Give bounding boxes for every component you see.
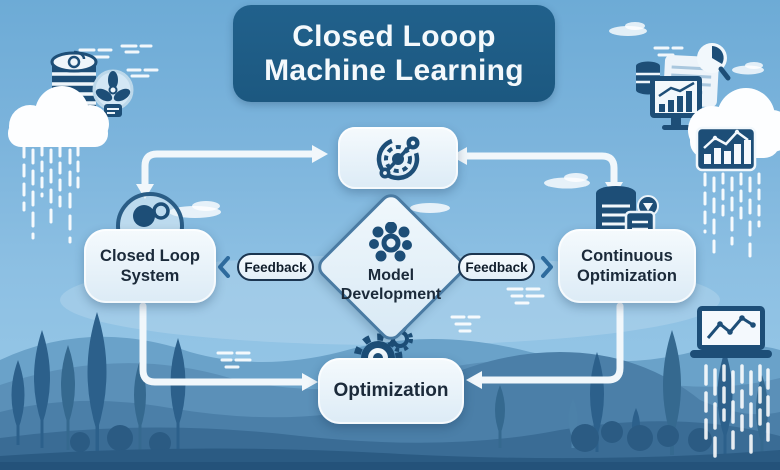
node-label: Model Development: [340, 267, 442, 303]
analytics-card-icon: [695, 126, 757, 172]
node-closed-loop-system: Closed Loop System: [84, 229, 216, 303]
chevron-left-icon: [218, 256, 230, 278]
orbit-sync-icon: [376, 136, 420, 181]
arrow-left-to-bottom: [139, 302, 308, 386]
arrowhead-down-left: [136, 184, 154, 199]
feedback-label: Feedback: [465, 259, 528, 275]
arrowhead-into-bottom-right: [466, 371, 482, 389]
top-process-node: [338, 127, 458, 189]
cloud-icon-top-left: [8, 86, 109, 147]
bushes: [70, 421, 712, 454]
small-cloud-icons: [169, 22, 764, 218]
rain-dashes-top-right: [703, 172, 761, 258]
monitor-bar-chart-icon: [650, 76, 702, 130]
title-line-1: Closed Looop: [292, 19, 496, 53]
magnifier-icon: [697, 43, 731, 81]
data-cluster-icon: [369, 222, 412, 262]
foreground-strip: [0, 462, 780, 470]
arrow-left-to-topbox: [141, 150, 318, 190]
arrow-right-to-bottom: [476, 302, 624, 384]
speed-line-dashes: [78, 44, 684, 369]
node-label: Closed Loop System: [100, 247, 200, 285]
arrow-topbox-to-right: [458, 152, 618, 188]
database-icon-small: [636, 61, 660, 95]
chevron-right-icon: [541, 256, 553, 278]
data-rain-dashes: [704, 364, 770, 458]
laptop-line-chart-icon: [690, 306, 772, 358]
node-label: Continuous Optimization: [577, 247, 677, 285]
fan-bot-icon: [92, 69, 134, 117]
title-line-2: Machine Learning: [264, 53, 524, 87]
arrowhead-left-topbox: [451, 147, 467, 165]
title-banner: Closed Looop Machine Learning: [233, 5, 555, 102]
arrowhead-right-topbox: [312, 145, 328, 163]
node-continuous-optimization: Continuous Optimization: [558, 229, 696, 303]
node-model-development: Model Development: [317, 216, 465, 324]
feedback-pill-right: Feedback: [458, 253, 535, 281]
node-label: Optimization: [333, 380, 449, 401]
feedback-pill-left: Feedback: [237, 253, 314, 281]
rain-dashes-top-left: [22, 144, 80, 244]
node-optimization: Optimization: [318, 358, 464, 424]
feedback-label: Feedback: [244, 259, 307, 275]
arrowhead-into-bottom-left: [302, 373, 318, 391]
